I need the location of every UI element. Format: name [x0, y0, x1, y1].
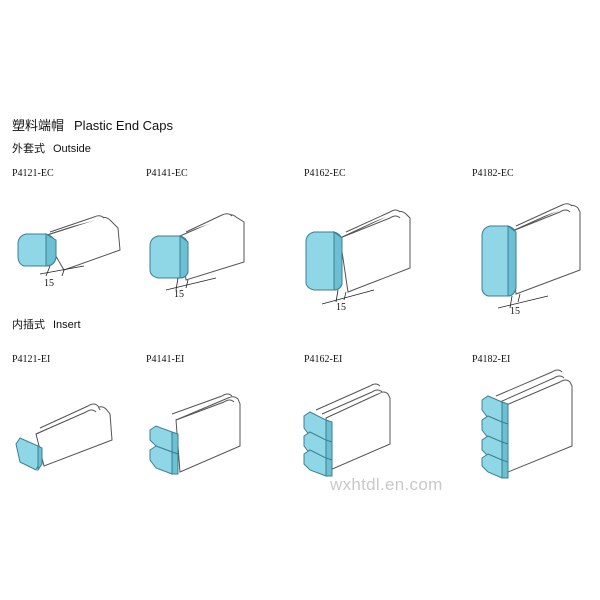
outside-cap-drawing-3	[305, 209, 411, 305]
insert-code-1: P4121-EI	[12, 354, 51, 365]
outside-code-1: P4121-EC	[12, 168, 54, 179]
section-insert-zh: 内插式	[12, 318, 45, 331]
outside-cap-drawing-1	[17, 215, 121, 277]
insert-cap-drawing-4	[481, 369, 573, 479]
page-title: 塑料端帽 Plastic End Caps	[12, 115, 173, 134]
outside-cap-drawing-4	[481, 203, 581, 309]
section-insert-label: 内插式 Insert	[12, 316, 81, 332]
outside-code-3: P4162-EC	[304, 168, 346, 179]
insert-code-3: P4162-EI	[304, 354, 343, 365]
outside-code-4: P4182-EC	[472, 168, 514, 179]
watermark: wxhtdl.en.com	[330, 475, 443, 494]
title-zh: 塑料端帽	[12, 119, 65, 134]
section-outside-en: Outside	[53, 143, 91, 155]
section-outside-zh: 外套式	[12, 142, 45, 155]
outside-dim-3: 15	[336, 302, 346, 313]
outside-dim-1: 15	[44, 278, 54, 289]
outside-dim-2: 15	[174, 289, 184, 300]
insert-cap-drawing-2	[149, 393, 241, 475]
outside-code-2: P4141-EC	[146, 168, 188, 179]
outside-dim-4: 15	[510, 306, 520, 317]
title-en: Plastic End Caps	[74, 118, 174, 133]
section-insert-en: Insert	[53, 319, 81, 331]
insert-code-2: P4141-EI	[146, 354, 185, 365]
section-outside-label: 外套式 Outside	[12, 140, 91, 156]
insert-code-4: P4182-EI	[472, 354, 511, 365]
outside-cap-drawing-2	[149, 213, 245, 291]
insert-cap-drawing-3	[303, 383, 391, 477]
insert-cap-drawing-1	[15, 403, 113, 472]
